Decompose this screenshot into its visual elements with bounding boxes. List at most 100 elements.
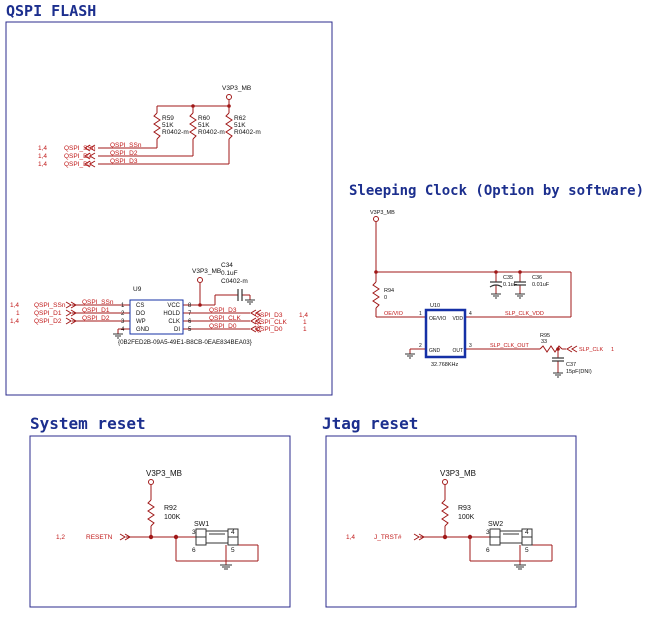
right-net-2-wire: QSPI_CLK [209,315,241,322]
right-net-3-page: 1 [303,326,307,333]
left-net-2-port: QSPI_D1 [34,310,62,317]
c34-package: C0402-m [221,278,248,285]
right-net-3-port: QSPI_D0 [255,326,283,333]
capacitor-symbols [237,281,564,362]
c36-ref: C36 [532,275,542,281]
pullup-net-3-wire: QSPI_D3 [110,158,138,165]
c36-value: 0.01uF [532,282,550,288]
sw1-pin4: 4 [231,529,235,536]
r60-ref: R60 [198,115,210,122]
u9-pin1-num: 1 [121,303,125,309]
pullup-net-2-port: QSPI_D2 [64,153,92,160]
r59-ref: R59 [162,115,174,122]
port-arrows [65,144,578,541]
r95-ref: R95 [540,333,550,339]
resetn-page: 1,2 [56,534,65,541]
slp-clk-page: 1 [611,347,614,353]
u9-pin5-num: 5 [188,327,192,333]
u10-pin3-num: 3 [469,343,472,349]
u10-frequency: 32.768KHz [431,362,458,368]
slp-clk-out-label: SLP_CLK_OUT [490,343,529,349]
r93-ref: R93 [458,505,471,512]
r62-value: 51K [234,122,246,129]
r94-ref: R94 [384,288,394,294]
jtag-reset-title: Jtag reset [322,414,419,433]
r92-ref: R92 [164,505,177,512]
pullup-net-2-page: 1,4 [38,153,47,160]
left-net-3-port: QSPI_D2 [34,318,62,325]
sw2-pin6: 6 [486,547,490,554]
sw2-pin3: 3 [486,529,490,536]
power-node-jtag [442,479,448,485]
right-net-2-port: QSPI_CLK [255,319,287,326]
jtag-reset-frame [325,435,577,608]
junction-dots [148,104,560,540]
left-net-3-page: 1,4 [10,318,19,325]
slp-clk-vdd-label: SLP_CLK_VDD [505,311,544,317]
r62-ref: R62 [234,115,246,122]
u9-pin4-num: 4 [121,327,125,333]
left-net-2-page: 1 [16,310,20,317]
left-net-1-wire: QSPI_SSn [82,299,114,306]
u9-pin2-name: DO [136,311,145,317]
right-net-1-port: QSPI_D3 [255,312,283,319]
r94-value: 0 [384,295,387,301]
u9-pin3-name: WP [136,319,146,325]
slp-clk-port: SLP_CLK [579,347,603,353]
power-node-sleep [373,216,379,222]
qspi-power-label: V3P3_MB [222,85,251,92]
u9-pin2-num: 2 [121,311,125,317]
qspi-frame [5,21,333,396]
r62-package: R0402-m [234,129,261,136]
u10-pin4-num: 4 [469,311,472,317]
left-net-1-page: 1,4 [10,302,19,309]
pullup-net-1-port: QSPI_SSn [64,145,96,152]
right-net-3-wire: QSPI_D0 [209,323,237,330]
left-net-1-port: QSPI_SSn [34,302,66,309]
system-reset-title: System reset [30,414,146,433]
pullup-net-2-wire: QSPI_D2 [110,150,138,157]
jtrst-net: J_TRST# [374,534,402,541]
r93-value: 100K [458,514,475,521]
power-node-reset [148,479,154,485]
pullup-net-1-page: 1,4 [38,145,47,152]
system-reset-frame [29,435,291,608]
r95-value: 33 [541,339,547,345]
left-net-2-wire: QSPI_D1 [82,307,110,314]
right-net-2-page: 1 [303,319,307,326]
c34-ref: C34 [221,262,233,269]
sw1-symbol [195,528,239,546]
u9-ref: U9 [133,286,142,293]
u10-pin2-num: 2 [419,343,422,349]
u9-pin1-name: CS [136,303,144,309]
ground-symbols [113,293,563,570]
r59-value: 51K [162,122,174,129]
oe-net-label: OE/VIO [384,311,404,317]
pullup-net-3-page: 1,4 [38,161,47,168]
sw2-symbol [489,528,533,546]
r60-value: 51K [198,122,210,129]
sw2-pin4: 4 [525,529,529,536]
u10-ref: U10 [430,303,440,309]
power-node-qspi [226,94,232,100]
sw1-ref: SW1 [194,521,209,528]
sw2-ref: SW2 [488,521,503,528]
u9-pin8-name: VCC [167,303,180,309]
c34-value: 0.1uF [221,270,238,277]
sw1-pin6: 6 [192,547,196,554]
left-net-3-wire: QSPI_D2 [82,315,110,322]
u10-pin-gnd: GND [429,348,441,354]
jtag-power-label: V3P3_MB [440,469,476,478]
right-net-1-wire: QSPI_D3 [209,307,237,314]
sw1-pin5: 5 [231,547,235,554]
u10-pin-oe: OE/VIO [429,316,446,322]
sleeping-clock-title: Sleeping Clock (Option by software) [349,183,645,199]
u9-pin4-name: GND [136,327,150,333]
c34-power-label: V3P3_MB [192,268,221,275]
c35-value: 0.1uF [503,282,518,288]
pullup-net-3-port: QSPI_D3 [64,161,92,168]
u10-pin1-num: 1 [419,311,422,317]
u10-pin-out: OUT [452,348,463,354]
resetn-net: RESETN [86,534,113,541]
